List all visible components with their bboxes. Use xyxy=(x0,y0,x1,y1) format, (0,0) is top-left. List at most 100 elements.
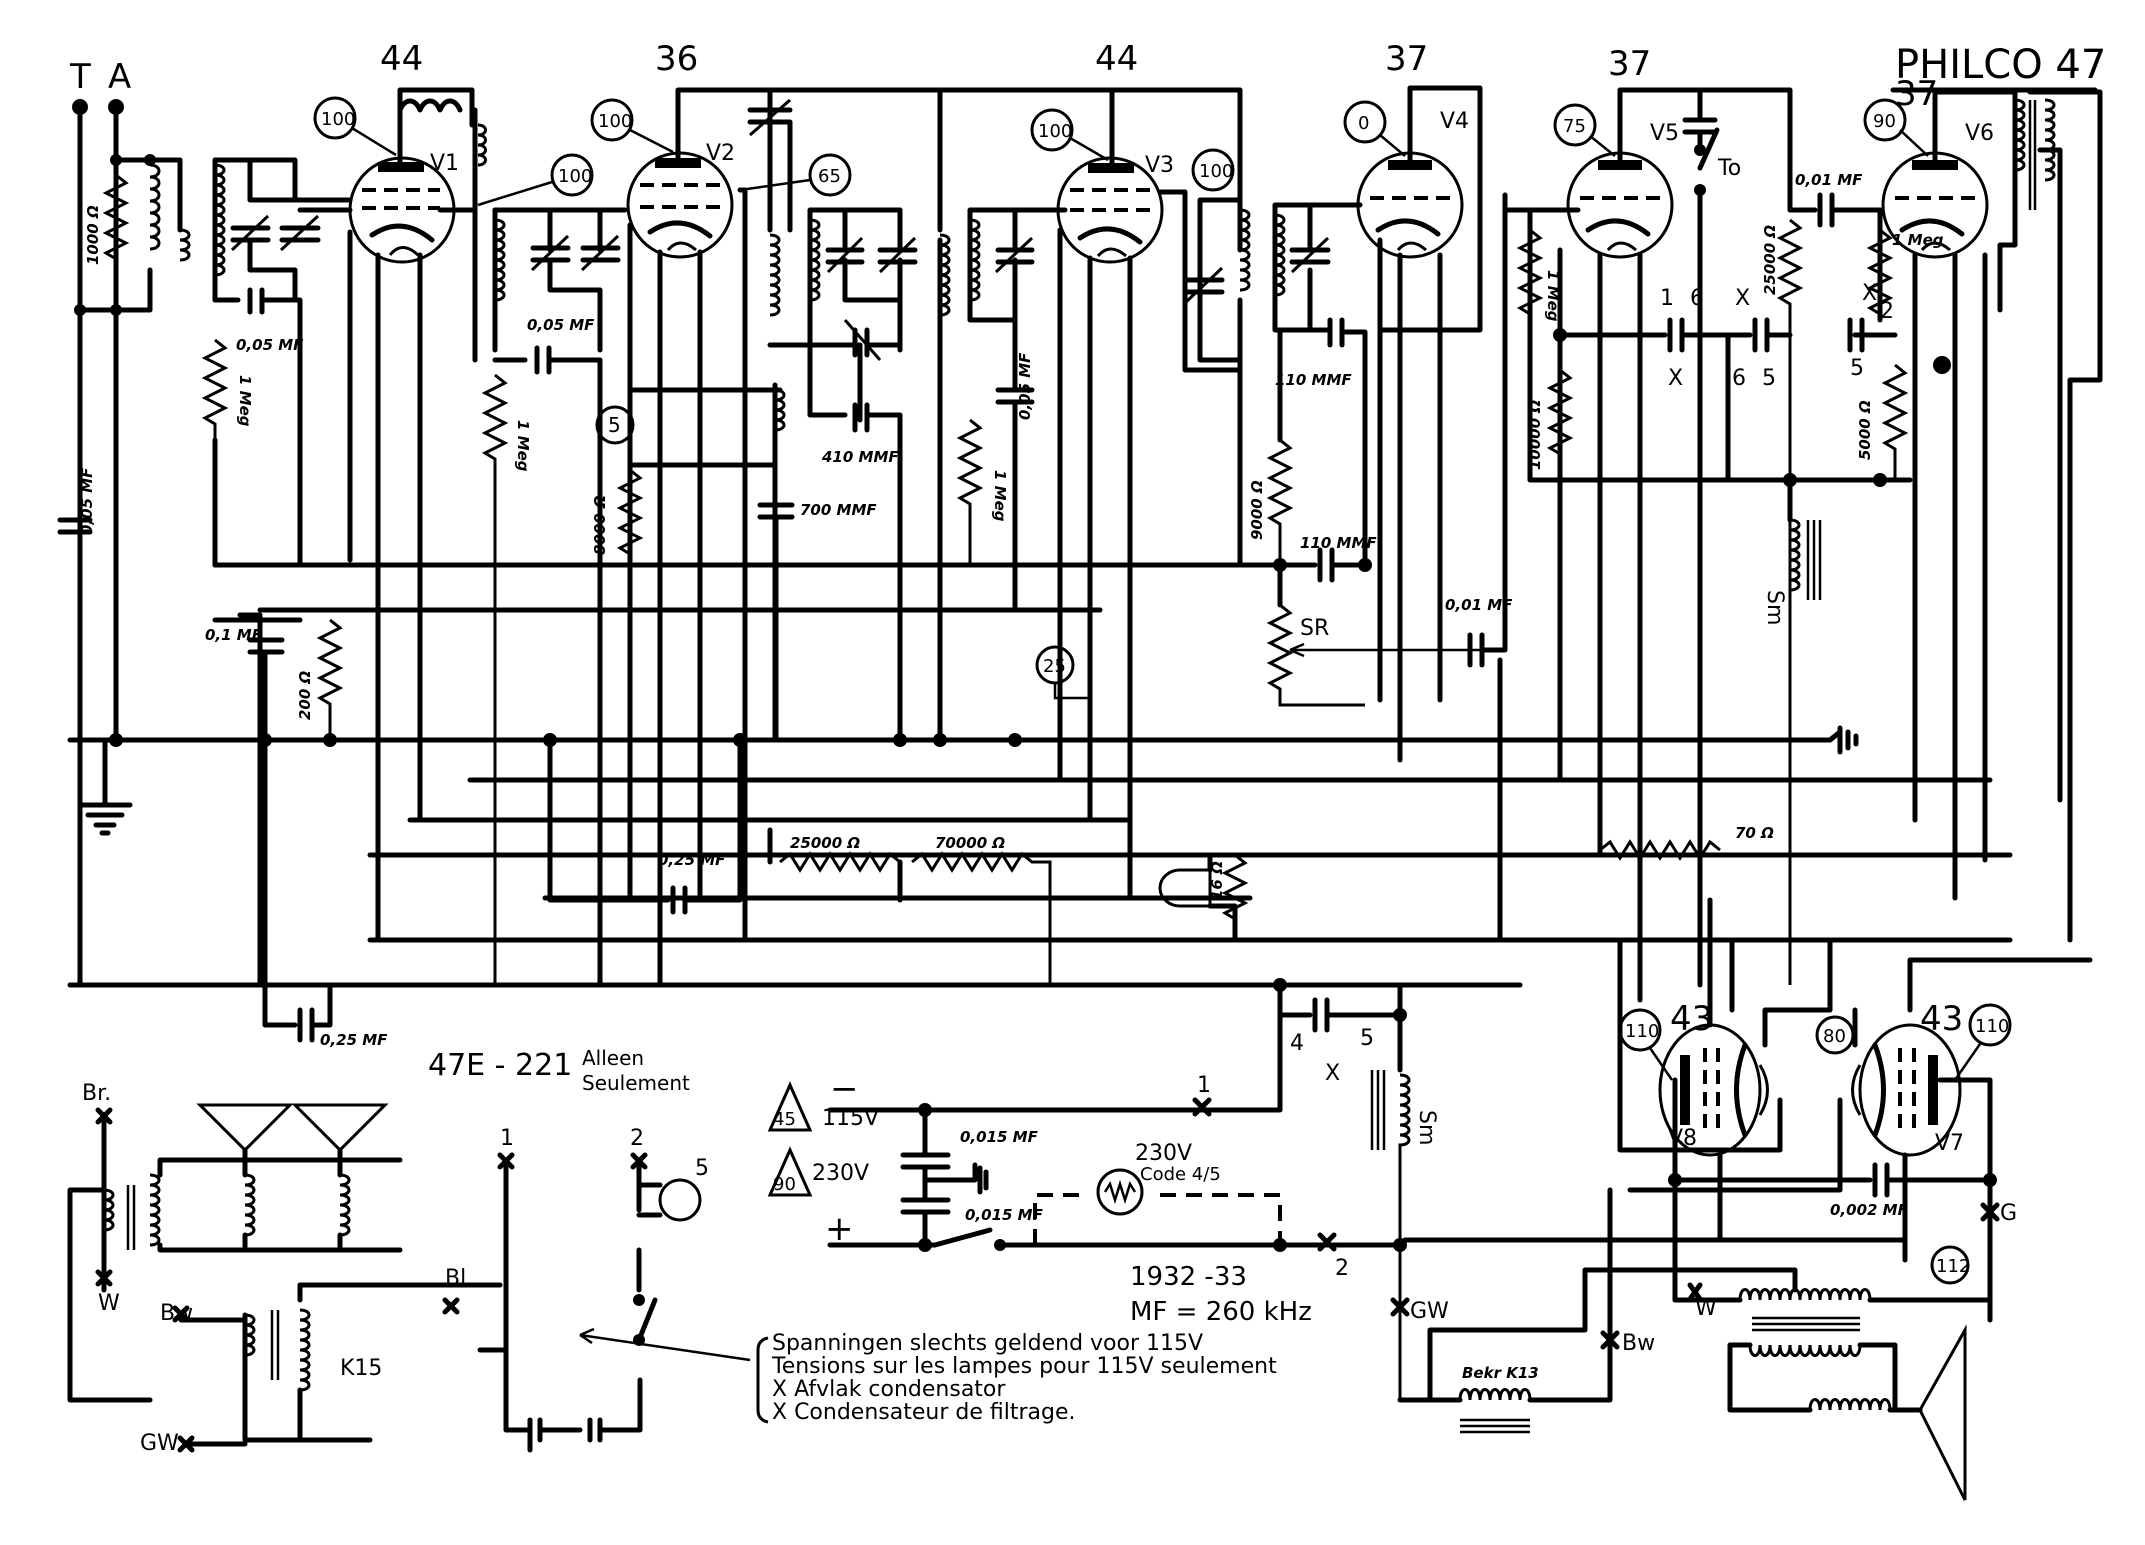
terminal-a-label: A xyxy=(108,57,131,97)
mains-input: − + 1 0,015 MF 0,015 MF 230V Code 4/5 2 … xyxy=(767,1012,1403,1281)
antenna-small-coil xyxy=(179,228,191,262)
dial-lamps-icon xyxy=(196,1103,389,1153)
r-v1-grid-label: 1 Meg xyxy=(236,375,254,427)
cap-mark-1: 1 xyxy=(1660,286,1674,311)
tube-v1-cathode xyxy=(369,223,435,243)
pilot-lamp-icon xyxy=(1158,868,1212,908)
v3-grid-tuning: 0,05 MF 1 Meg xyxy=(956,207,1068,613)
tube-v7-id: V7 xyxy=(1935,1131,1964,1156)
marker-w-2: W xyxy=(98,1291,120,1316)
k15-label: K15 xyxy=(340,1356,382,1381)
marker-bw: Bw xyxy=(1622,1331,1655,1356)
note-line-4: X Condensateur de filtrage. xyxy=(772,1400,1075,1425)
c-410-label: 410 MMF xyxy=(821,448,899,466)
note-line-3: X Afvlak condensator xyxy=(772,1377,1006,1402)
bekr-label: Bekr K13 xyxy=(1462,1364,1539,1382)
marker-gw-2: GW xyxy=(140,1431,179,1456)
switch-icon xyxy=(636,1297,658,1343)
v3-plate-if xyxy=(1184,197,1251,568)
c-110b-label: 110 MMF xyxy=(1300,534,1377,552)
tube-v7-type: 43 xyxy=(1920,999,1963,1039)
tube-v5-type: 37 xyxy=(1608,44,1651,84)
c-025a-label: 0,25 MF xyxy=(658,851,726,869)
volume-control-label: SR xyxy=(1300,616,1329,641)
c-0015a-label: 0,015 MF xyxy=(960,1128,1039,1146)
v2-grid-tuning: 0,05 MF 1 Meg xyxy=(481,207,621,988)
antenna-resistor xyxy=(102,173,130,261)
cap-mark-5b: 5 xyxy=(1850,356,1864,381)
c-01-label: 0,1 MF xyxy=(205,626,263,644)
pilot-lamp-2-icon xyxy=(658,1178,702,1222)
marker-w: W xyxy=(1695,1296,1717,1321)
voltage-230: 230V xyxy=(812,1161,869,1186)
cap-mark-5: 5 xyxy=(1762,366,1776,391)
r-v3-grid-label: 1 Meg xyxy=(991,470,1009,522)
r-v2-grid-label: 1 Meg xyxy=(514,420,532,472)
tube-v1: 44 V1 100 100 xyxy=(297,39,594,943)
v1-screen-voltage: 100 xyxy=(558,166,592,187)
line-resistor-icon xyxy=(1096,1168,1144,1216)
v2-cathode-network: 8000 Ω 700 MMF xyxy=(591,382,877,743)
v5-plate-voltage: 75 xyxy=(1563,116,1586,137)
mains-minus: − xyxy=(830,1069,859,1109)
marker-1: 1 xyxy=(1197,1073,1211,1098)
r-v6-grid-label: 1 Meg xyxy=(1892,231,1944,249)
c-0015b-label: 0,015 MF xyxy=(965,1206,1044,1224)
power-switch-icon xyxy=(932,1227,993,1248)
c-110a-label: 110 MMF xyxy=(1275,371,1352,389)
r-25000-label: 25000 Ω xyxy=(790,834,860,852)
r-v2-cath-label: 8000 Ω xyxy=(591,495,609,555)
v1-input-tuning: 0,05 MF 1 Meg xyxy=(201,157,353,568)
note-line-2: Tensions sur les lampes pour 115V seulem… xyxy=(771,1354,1277,1379)
model-variant: 47E - 221 xyxy=(428,1048,572,1083)
marker-bl: Bl xyxy=(445,1266,466,1291)
sm-field-label: Sm xyxy=(1414,1110,1439,1145)
tube-v2: 36 V2 100 65 5 xyxy=(492,39,1118,988)
antenna-coil xyxy=(149,163,161,251)
c-025b-label: 0,25 MF xyxy=(320,1031,388,1049)
r-16-label: 16 Ω xyxy=(1208,861,1226,900)
code-45-triangle xyxy=(767,1081,813,1132)
loudspeaker-icon xyxy=(1918,1324,1967,1501)
marker-2: 2 xyxy=(1335,1256,1349,1281)
marker-x: X xyxy=(1325,1061,1340,1086)
code-90-triangle xyxy=(767,1146,813,1197)
c-ant-label: 0,05 MF xyxy=(78,467,96,535)
cap-mark-6b: 6 xyxy=(1732,366,1746,391)
tube-v3-id: V3 xyxy=(1145,153,1174,178)
code-90: 90 xyxy=(773,1174,796,1195)
c-v1-grid-label: 0,05 MF xyxy=(236,336,304,354)
antenna-resistor-label: 1000 Ω xyxy=(84,205,102,265)
tube-v2-type: 36 xyxy=(655,39,698,79)
tube-v4-id: V4 xyxy=(1440,109,1469,134)
v1-screen-voltage-badge xyxy=(550,153,594,197)
c-0002-label: 0,002 MF xyxy=(1830,1201,1909,1219)
tube-v8-type: 43 xyxy=(1670,999,1713,1039)
r-70-label: 70 Ω xyxy=(1735,824,1774,842)
r-70000-label: 70000 Ω xyxy=(935,834,1005,852)
c-v2-grid-label: 0,05 MF xyxy=(527,316,595,334)
tube-v1-type: 44 xyxy=(380,39,423,79)
tube-v1-plate xyxy=(378,162,424,172)
tube-v3-type: 44 xyxy=(1095,39,1138,79)
marker-4: 4 xyxy=(1290,1031,1304,1056)
tube-v7-envelope xyxy=(1858,1023,1962,1157)
v4-grid-tuning: 110 MMF 9000 Ω 110 MMF SR 0,01 MF xyxy=(1248,192,1513,707)
tube-v6-id: V6 xyxy=(1965,121,1994,146)
info-block: 47E - 221 Alleen Seulement 1932 -33 MF =… xyxy=(428,1046,1312,1425)
terminal-t-label: T xyxy=(69,57,91,97)
supply-lower: 0,1 MF 200 Ω 0,25 MF 0,25 MF 25000 Ω 700… xyxy=(205,612,1774,1049)
v3-screen-voltage: 100 xyxy=(1199,161,1233,182)
marker-1b: 1 xyxy=(500,1126,514,1151)
year-label: 1932 -33 xyxy=(1130,1262,1247,1292)
mains-plus: + xyxy=(825,1209,854,1249)
tube-v6: 37 V6 90 1 Meg X 2 5 5000 Ω xyxy=(1847,74,2103,943)
tube-v2-id: V2 xyxy=(706,141,735,166)
code-45: 45 xyxy=(773,1109,796,1130)
r-9000-label: 9000 Ω xyxy=(1248,480,1266,540)
oscillator-section: 410 MMF xyxy=(747,87,951,743)
r-5000-label: 5000 Ω xyxy=(1856,400,1874,460)
r-10000-label: 10000 Ω xyxy=(1526,400,1544,470)
volume-wiper xyxy=(1289,642,1490,658)
cap-mark-x1: X xyxy=(1735,286,1750,311)
